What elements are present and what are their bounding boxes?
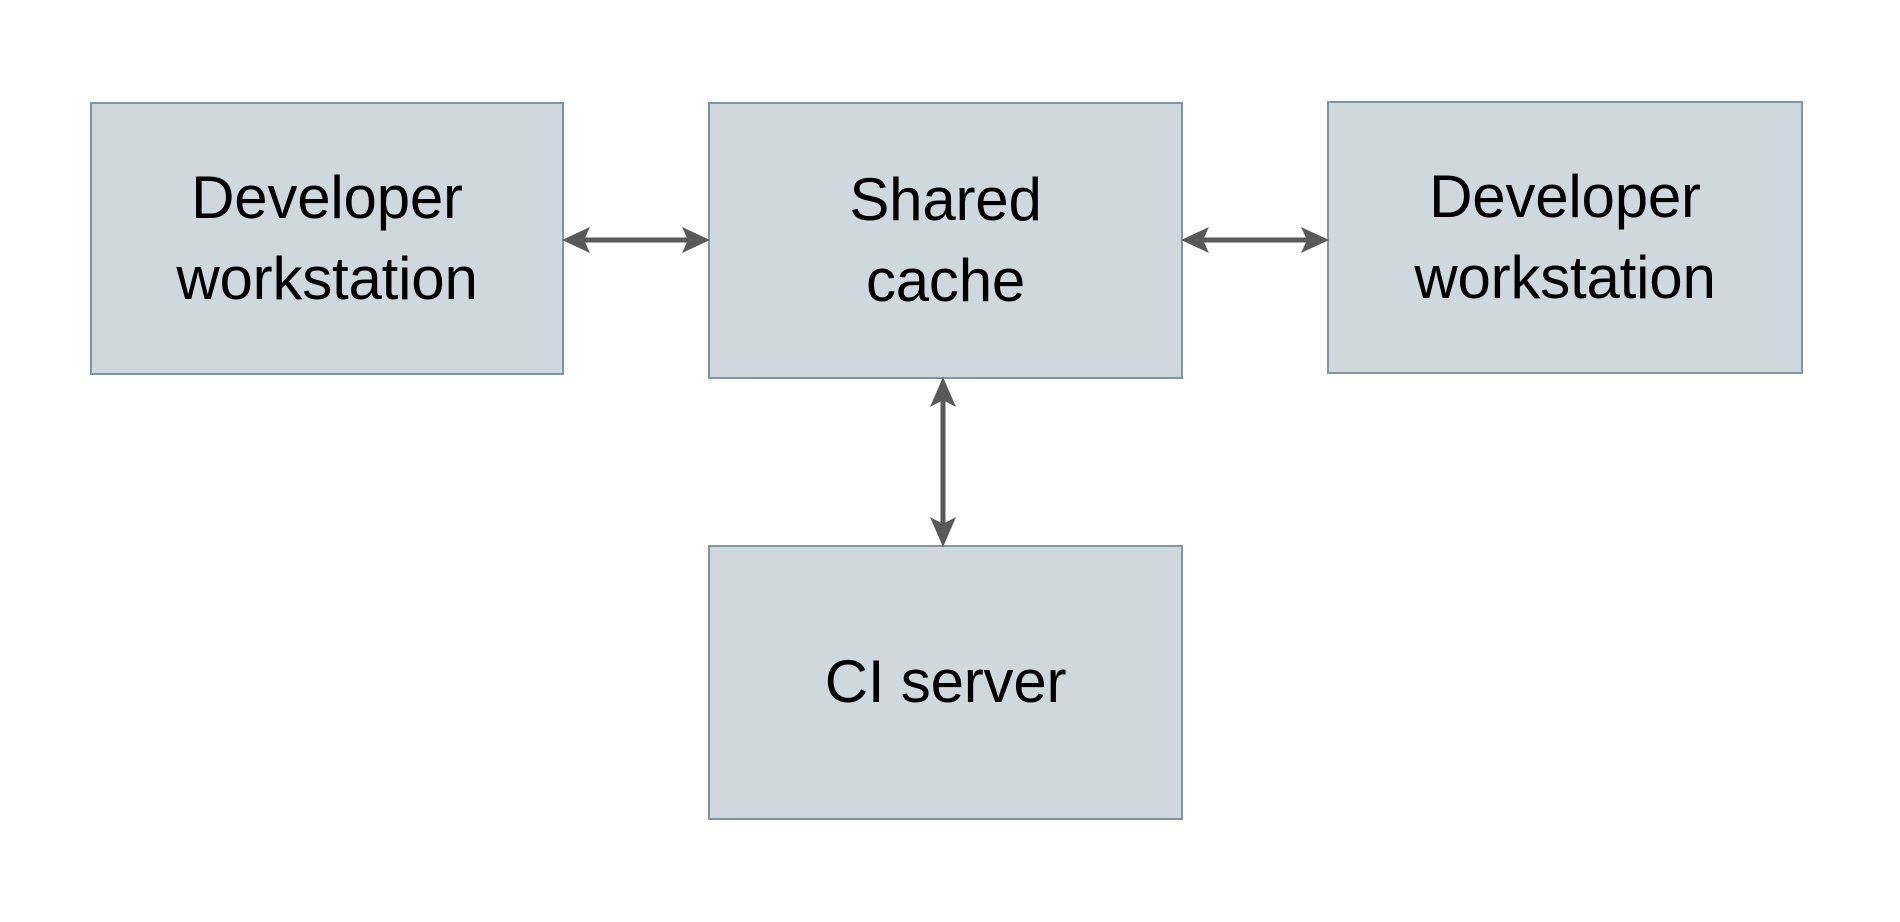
double-headed-arrow-icon xyxy=(1181,227,1329,253)
node-label: CI server xyxy=(824,648,1067,716)
node-label: Developer workstation xyxy=(1414,163,1716,311)
node-developer-workstation-left[interactable]: Developer workstation xyxy=(90,102,564,375)
edge-shared-cache-to-ci-server[interactable] xyxy=(919,375,967,549)
node-ci-server[interactable]: CI server xyxy=(708,545,1183,820)
node-label: Developer workstation xyxy=(176,164,478,312)
node-shared-cache[interactable]: Shared cache xyxy=(708,102,1183,379)
edge-shared-cache-to-developer-workstation-right[interactable] xyxy=(1179,216,1331,264)
node-label: Shared cache xyxy=(849,166,1042,314)
double-headed-arrow-icon xyxy=(930,377,956,547)
double-headed-arrow-icon xyxy=(562,227,710,253)
node-developer-workstation-right[interactable]: Developer workstation xyxy=(1327,101,1803,374)
edge-developer-workstation-left-to-shared-cache[interactable] xyxy=(560,216,712,264)
